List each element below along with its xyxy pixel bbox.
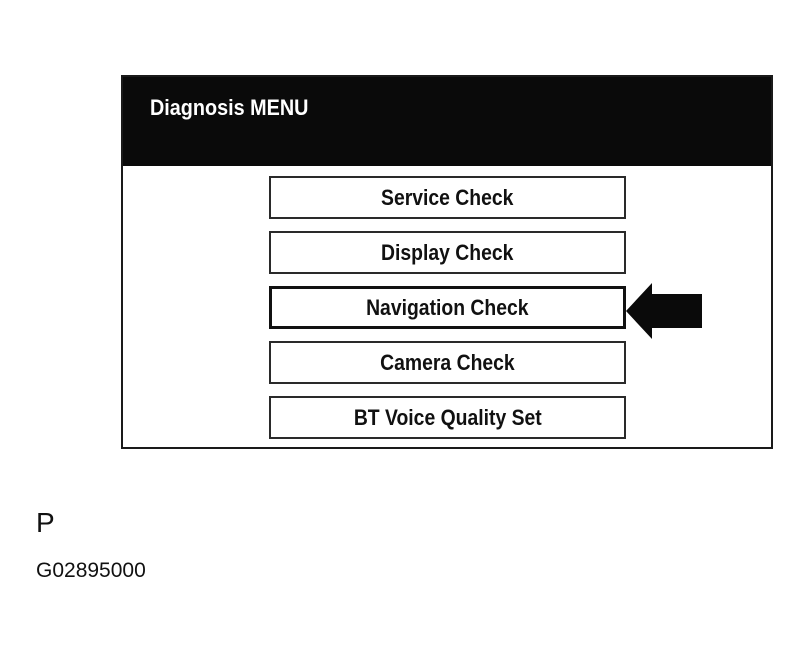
navigation-check-label: Navigation Check (366, 294, 529, 320)
camera-check-button[interactable]: Camera Check (269, 341, 626, 384)
navigation-check-button[interactable]: Navigation Check (269, 286, 626, 329)
figure-code: G02895000 (36, 559, 146, 582)
camera-check-label: Camera Check (380, 349, 515, 375)
panel-header: Diagnosis MENU (123, 77, 771, 166)
display-check-button[interactable]: Display Check (269, 231, 626, 274)
page-letter: P (36, 507, 55, 538)
panel-title: Diagnosis MENU (150, 95, 309, 120)
service-check-label: Service Check (381, 184, 514, 210)
bt-voice-quality-set-button[interactable]: BT Voice Quality Set (269, 396, 626, 439)
display-check-label: Display Check (381, 239, 514, 265)
bt-voice-quality-set-label: BT Voice Quality Set (353, 404, 542, 430)
service-check-button[interactable]: Service Check (269, 176, 626, 219)
diagnosis-menu-panel: Diagnosis MENU Service Check Display Che… (121, 75, 773, 449)
left-arrow-icon (626, 283, 702, 339)
